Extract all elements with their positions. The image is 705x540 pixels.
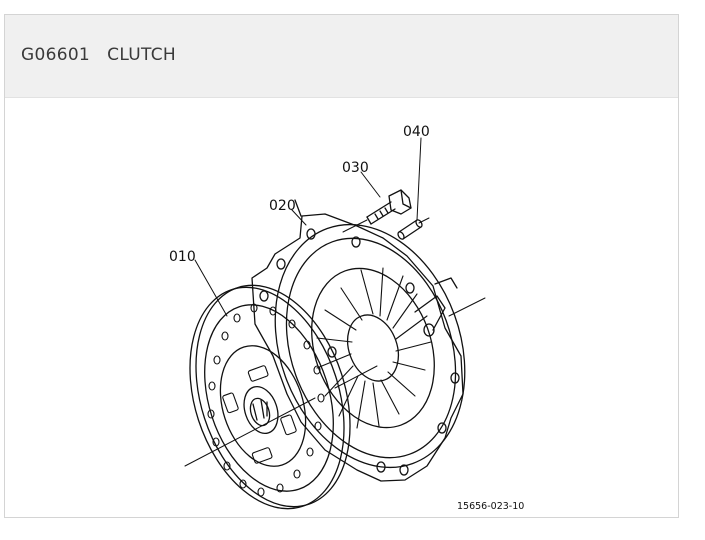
callout-020: 020 xyxy=(269,198,296,214)
dowel-pin xyxy=(397,219,423,240)
callout-010: 010 xyxy=(169,249,196,265)
parts-diagram-panel: G06601 CLUTCH xyxy=(4,14,679,518)
exploded-view: 010 020 030 040 15656-023-10 xyxy=(5,98,678,517)
clutch-cover xyxy=(251,199,466,482)
callout-030: 030 xyxy=(342,160,369,176)
page-title: G06601 CLUTCH xyxy=(21,45,176,65)
clutch-disc xyxy=(189,284,351,510)
panel-header: G06601 CLUTCH xyxy=(5,15,678,98)
figure-id: 15656-023-10 xyxy=(457,501,524,512)
assembly-axis-lines xyxy=(184,217,486,467)
bolt xyxy=(366,189,412,225)
callout-040: 040 xyxy=(403,124,430,140)
leader-lines xyxy=(194,137,422,317)
clutch-exploded-drawing: 010 020 030 040 15656-023-10 xyxy=(169,124,524,512)
